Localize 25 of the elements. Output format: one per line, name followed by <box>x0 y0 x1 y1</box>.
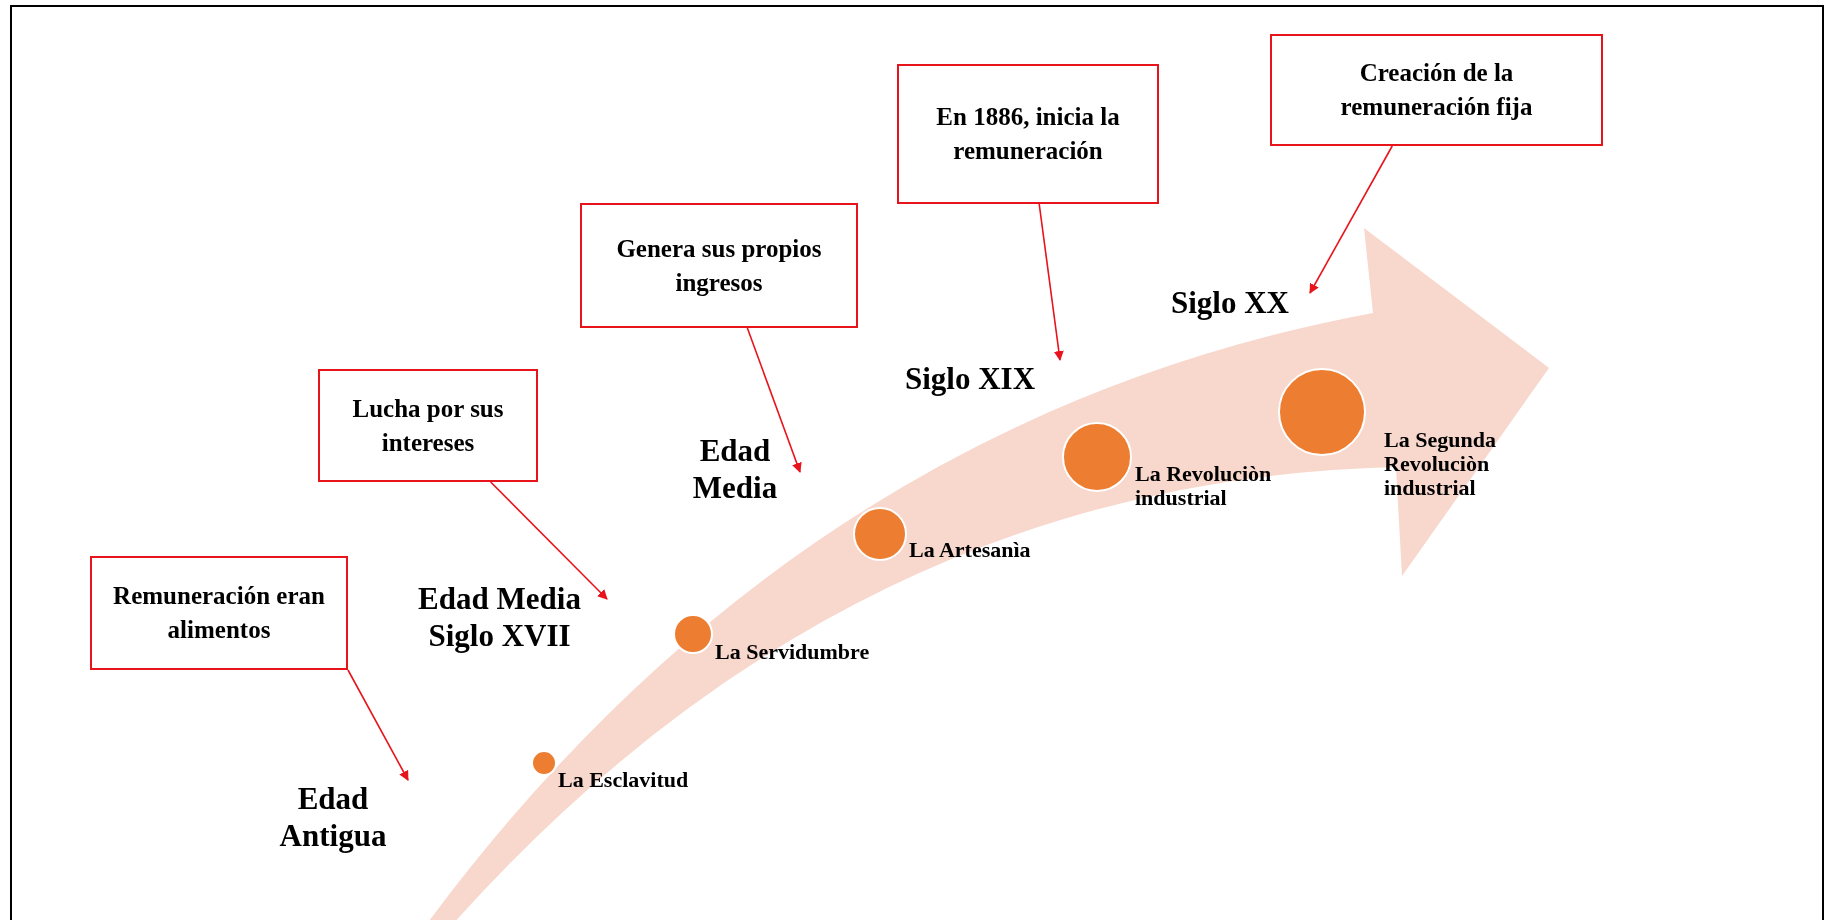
dot-caption: La Servidumbre <box>715 640 871 665</box>
note-box <box>1270 34 1603 146</box>
note-box <box>580 203 858 328</box>
era-label: Edad Antigua <box>258 780 408 855</box>
leader-arrow <box>347 669 409 781</box>
note-box <box>897 64 1159 204</box>
note-text: Lucha por sus intereses <box>351 393 505 458</box>
leader-arrow <box>746 327 802 473</box>
era-label: Edad Media <box>670 432 800 507</box>
dot-caption: La Revoluciòn industrial <box>1135 462 1273 511</box>
leader-arrow <box>489 481 608 600</box>
dot-caption: La Esclavitud <box>558 768 690 793</box>
note-text: Genera sus propios ingresos <box>615 233 823 298</box>
note-box <box>318 369 538 482</box>
note-text: Remuneración eran alimentos <box>112 581 326 645</box>
era-label: Siglo XIX <box>880 360 1060 398</box>
note-text: En 1886, inicia la remuneración <box>935 102 1121 166</box>
note-box <box>90 556 348 670</box>
dot-caption: La Segunda Revoluciòn industrial <box>1384 428 1497 501</box>
note-text: Creación de la remuneración fija <box>1339 58 1534 122</box>
leader-arrow <box>1309 145 1393 294</box>
era-label: Edad Media Siglo XVII <box>392 580 607 655</box>
leader-arrow <box>1038 203 1064 361</box>
dot-caption: La Artesanìa <box>909 538 1032 563</box>
era-label: Siglo XX <box>1150 284 1310 322</box>
